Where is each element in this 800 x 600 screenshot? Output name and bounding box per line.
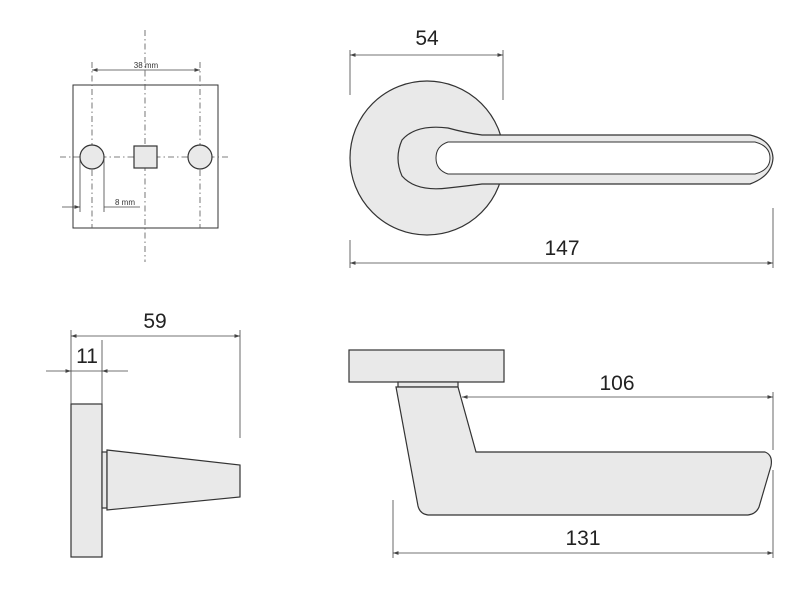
hole-diameter-label: 8 mm: [115, 198, 135, 207]
total-length-label: 147: [544, 237, 579, 260]
spindle-square: [133, 145, 158, 169]
plate-view: 38 mm 8 mm: [60, 30, 228, 262]
right-screw-hole: [187, 144, 213, 170]
rose-diameter-label: 54: [415, 27, 439, 50]
side-neck: [101, 451, 108, 509]
front-view: 54 147: [349, 27, 774, 268]
rose-thickness-label: 11: [76, 345, 98, 368]
top-lever-body: [395, 386, 772, 516]
side-rose: [70, 403, 103, 558]
top-rose: [348, 349, 505, 383]
side-depth-label: 59: [143, 310, 166, 333]
side-tapered-lever: [106, 449, 241, 511]
lever-inner-outline: [435, 141, 771, 175]
side-view: 59 11: [46, 310, 241, 558]
left-screw-hole: [79, 144, 105, 170]
top-view: 106 131: [348, 349, 774, 558]
top-collar: [397, 381, 459, 388]
hole-spacing-label: 38 mm: [134, 61, 159, 70]
grip-length-label: 106: [599, 372, 634, 395]
handle-length-label: 131: [565, 527, 600, 550]
